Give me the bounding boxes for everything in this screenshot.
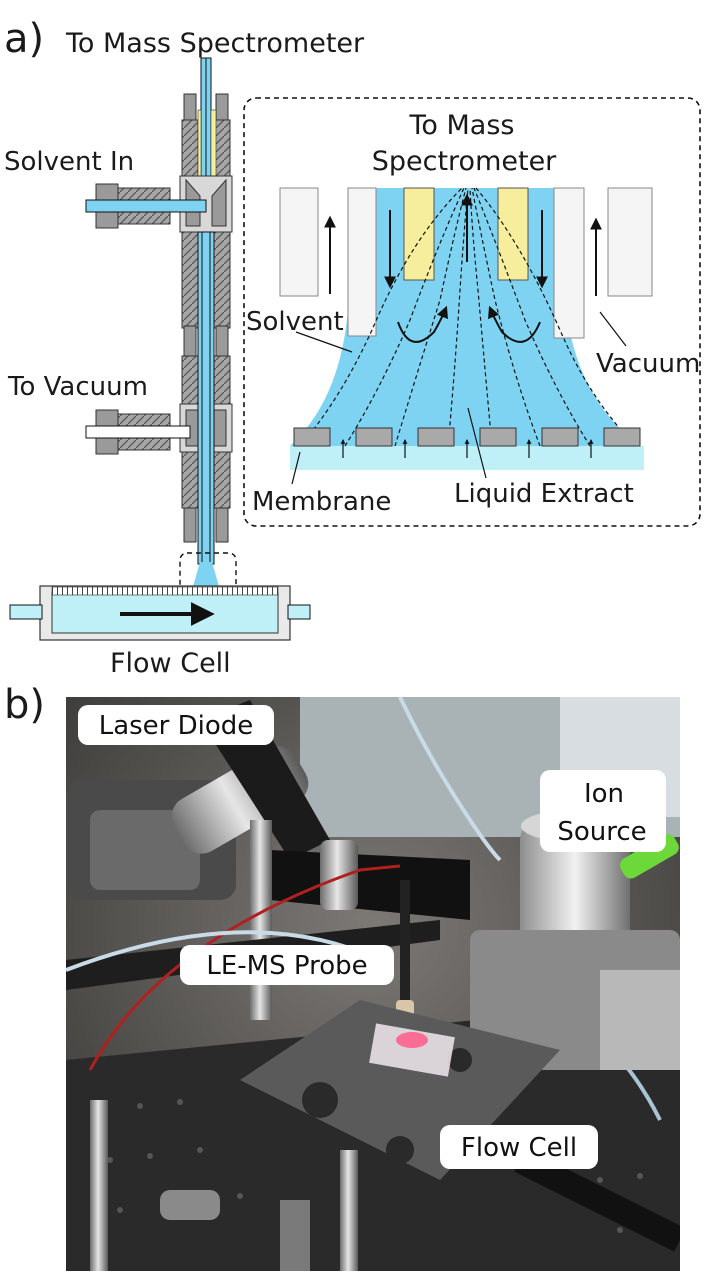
inset-title-line2: Spectrometer — [372, 146, 557, 177]
flow-cell-diagram — [9, 585, 311, 641]
inset-liquid-extract-label: Liquid Extract — [454, 479, 634, 509]
membrane-blocks — [293, 427, 641, 447]
svg-text:Laser Diode: Laser Diode — [99, 711, 254, 741]
svg-text:Source: Source — [557, 817, 646, 847]
panel-b-letter: b) — [4, 682, 45, 728]
solvent-inlet-fitting — [85, 183, 207, 229]
inset-solvent-label: Solvent — [246, 307, 344, 337]
flow-cell-label: Flow Cell — [110, 648, 231, 679]
photo-label-flow-cell: Flow Cell — [440, 1125, 598, 1169]
inset-detail — [243, 97, 701, 527]
panel-a-letter: a) — [4, 16, 44, 62]
probe-assembly — [85, 57, 237, 594]
to-mass-spectrometer-label: To Mass Spectrometer — [65, 28, 365, 59]
photo-label-le-ms-probe: LE-MS Probe — [180, 945, 394, 985]
svg-text:Flow Cell: Flow Cell — [461, 1133, 577, 1163]
inset-title-line1: To Mass — [409, 110, 515, 141]
inset-vacuum-label: Vacuum — [596, 349, 700, 379]
setup-photo — [66, 697, 680, 1271]
photo-label-laser-diode: Laser Diode — [78, 705, 274, 745]
solvent-in-label: Solvent In — [4, 147, 134, 177]
inset-membrane-label: Membrane — [252, 487, 391, 517]
svg-text:LE-MS Probe: LE-MS Probe — [206, 951, 367, 981]
svg-text:Ion: Ion — [584, 779, 624, 809]
photo-label-ion-source: Ion Source — [540, 770, 666, 852]
vacuum-fitting — [85, 409, 191, 455]
to-vacuum-label: To Vacuum — [7, 372, 148, 402]
